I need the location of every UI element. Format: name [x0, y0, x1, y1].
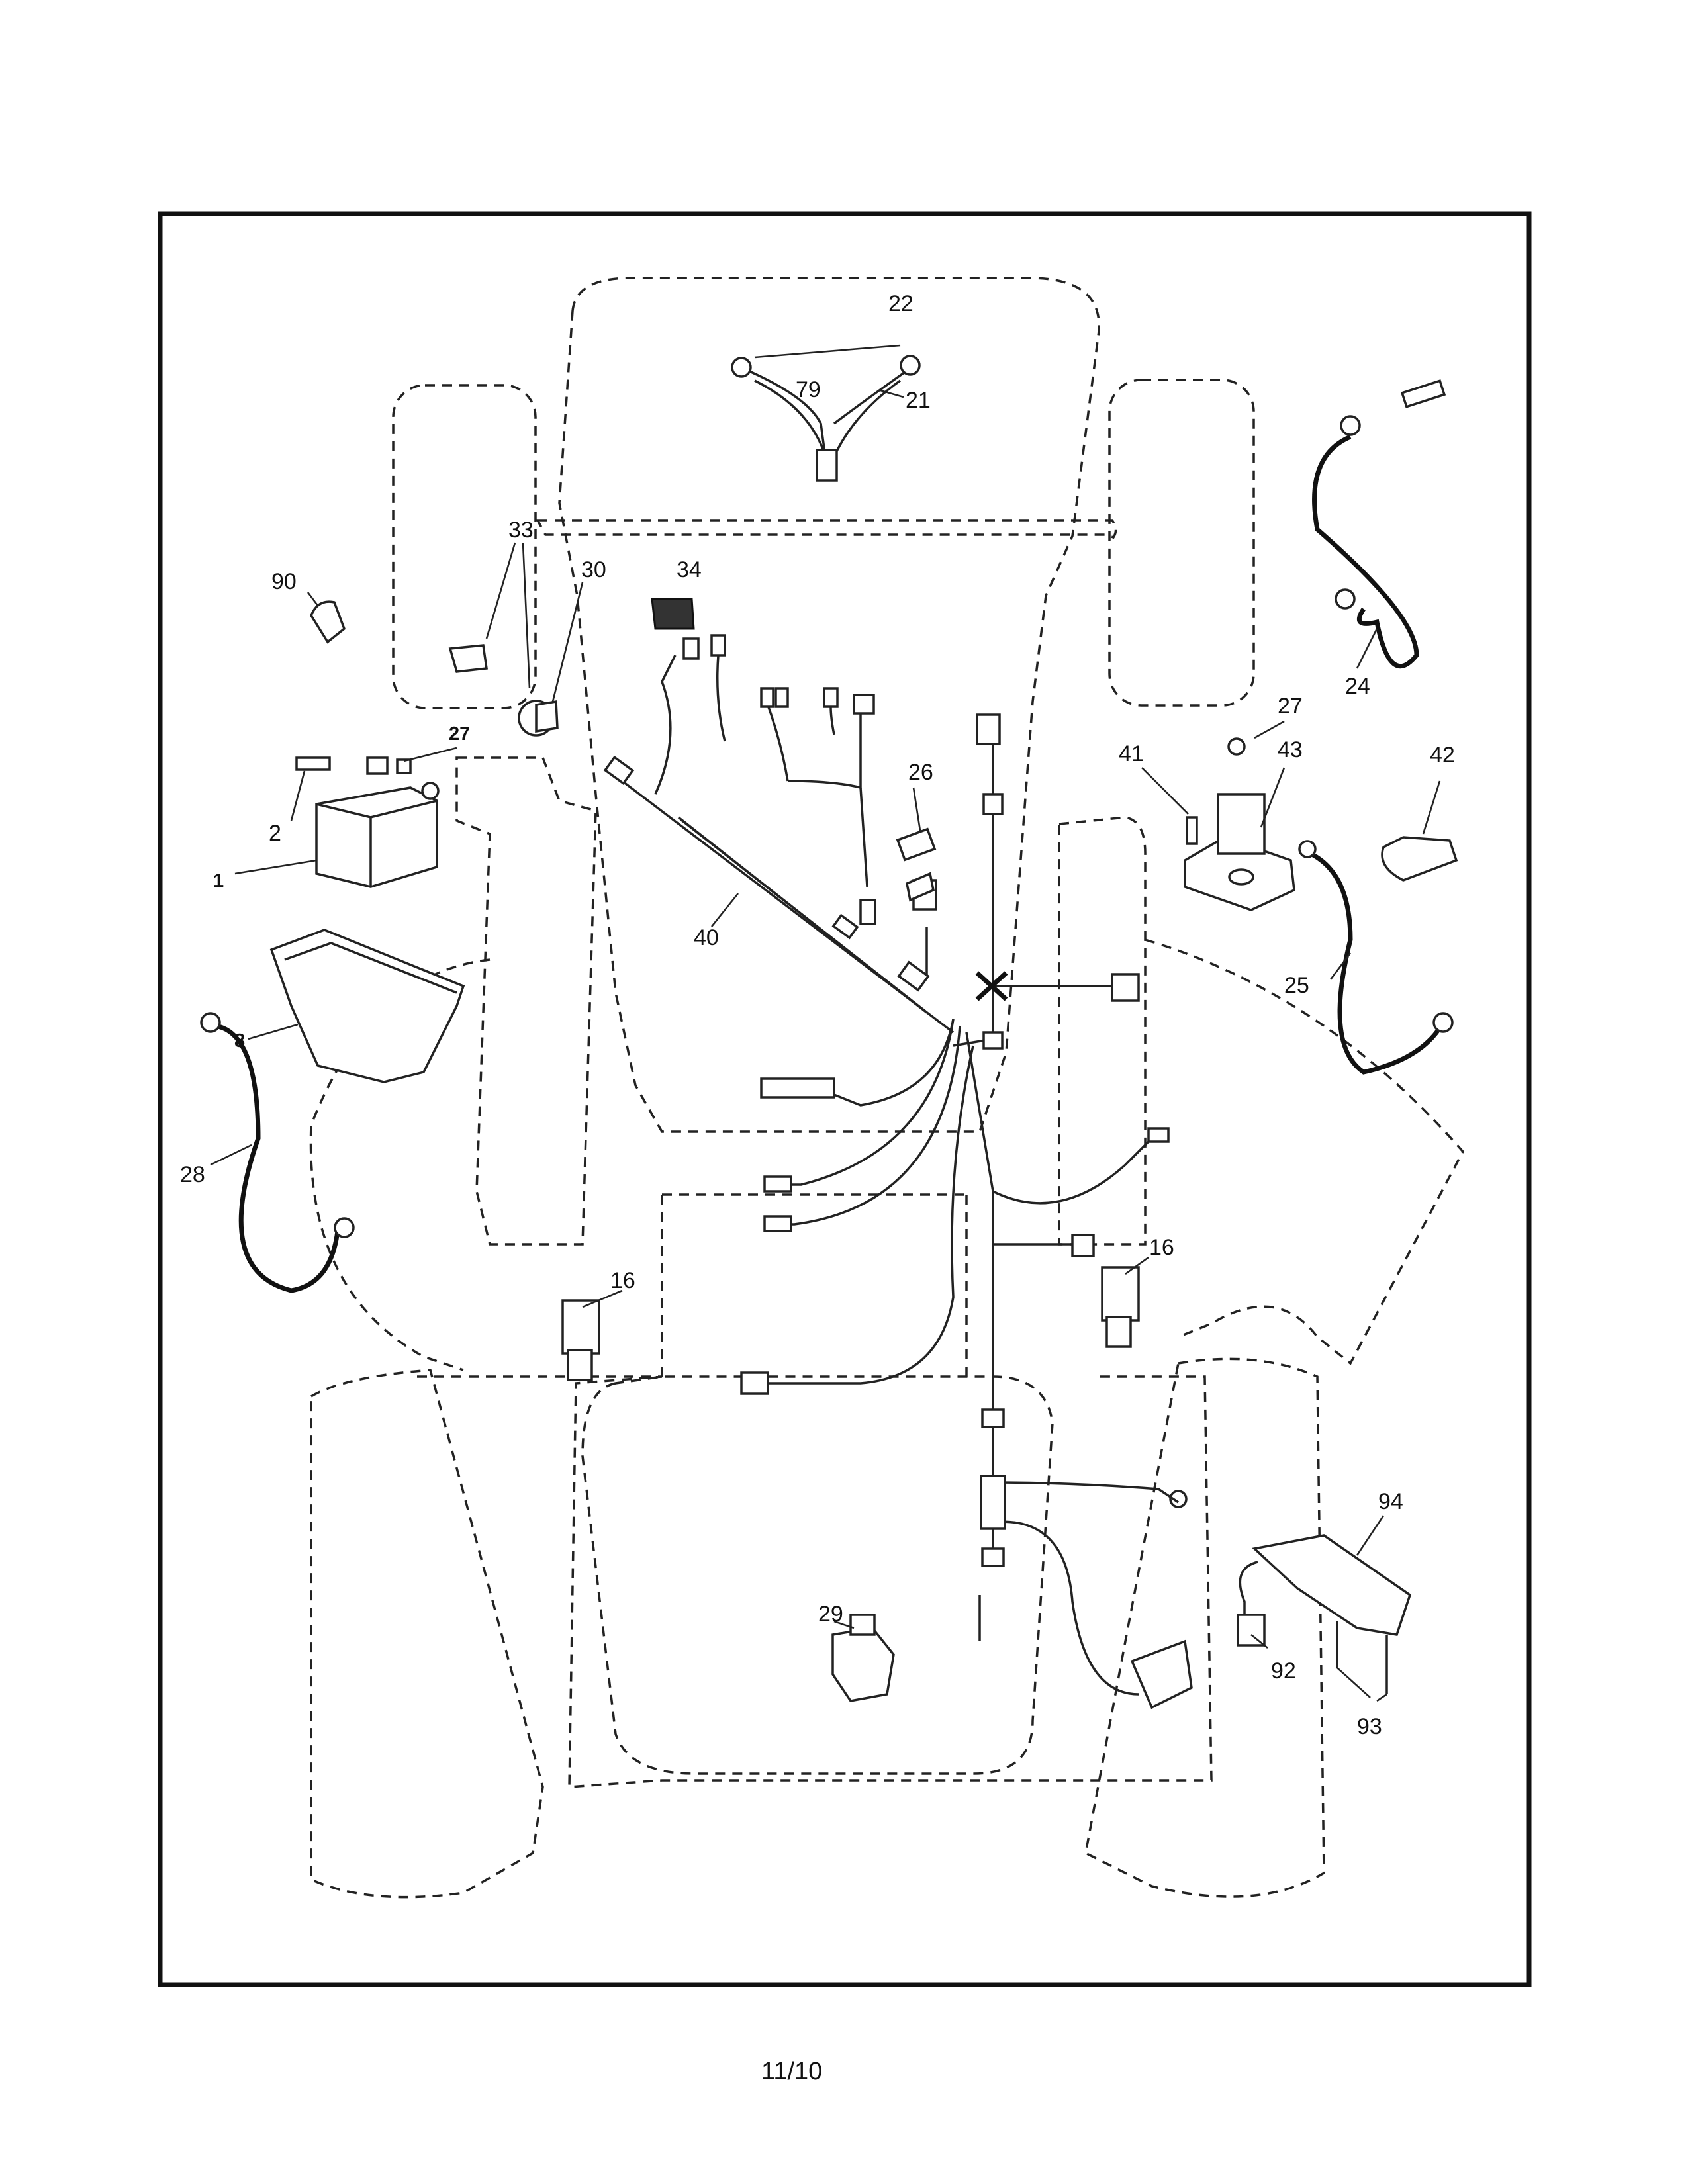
dash-panel-outline [536, 519, 1117, 539]
callout-43: 43 [1278, 737, 1303, 762]
callout-41: 41 [1119, 741, 1144, 766]
callout-33: 33 [508, 518, 534, 543]
callout-27-battery: 27 [449, 723, 470, 745]
callout-90: 90 [271, 569, 297, 594]
callout-25: 25 [1284, 973, 1309, 998]
ground-ring-terminal-lower [334, 1217, 355, 1238]
fuse [896, 827, 937, 862]
callout-8: 8 [234, 1030, 245, 1052]
relay-switch-right [1101, 1266, 1140, 1348]
solenoid [1184, 737, 1295, 911]
callout-28: 28 [180, 1162, 205, 1187]
callout-16-right: 16 [1149, 1235, 1174, 1260]
callout-26: 26 [908, 760, 933, 785]
switch-parts [310, 598, 937, 911]
callout-leaders [210, 389, 1441, 1702]
rear-connector [1130, 1639, 1193, 1709]
callout-22: 22 [888, 291, 914, 316]
battery-positive-cable [1312, 434, 1419, 669]
front-right-wheel-outline [1108, 379, 1255, 707]
callout-21: 21 [906, 388, 931, 413]
callout-92: 92 [1271, 1659, 1296, 1684]
fender-right-outline [1058, 816, 1147, 1246]
callout-79: 79 [796, 377, 821, 402]
callout-29: 29 [818, 1602, 843, 1627]
starter-cable [1309, 851, 1446, 1075]
rear-body-outline [417, 1375, 1213, 1788]
callout-24: 24 [1345, 674, 1370, 699]
relay-switch-left [561, 1299, 600, 1381]
callout-2: 2 [269, 821, 281, 846]
rear-right-wheel-outline [1084, 1357, 1325, 1898]
callout-1: 1 [213, 870, 224, 891]
callout-93: 93 [1357, 1714, 1382, 1739]
front-left-wheel-outline [392, 384, 537, 709]
battery-ground-cable [214, 1023, 340, 1293]
cable-ring-terminal [1340, 415, 1361, 436]
callout-94: 94 [1378, 1489, 1403, 1514]
interlock-module [1237, 1534, 1412, 1694]
callout-27-solenoid: 27 [1278, 694, 1303, 719]
callout-34: 34 [677, 557, 702, 582]
battery [295, 756, 440, 888]
hood-outline [558, 277, 1100, 1133]
callout-40: 40 [694, 925, 719, 950]
wiring-harness [603, 634, 1188, 1696]
callout-30: 30 [581, 557, 606, 582]
deck-right-outline [1145, 938, 1465, 1365]
body-left-outline [455, 756, 597, 1246]
callout-42: 42 [1430, 743, 1455, 768]
terminal-boot [1381, 836, 1458, 882]
seat-outline [581, 1375, 1054, 1775]
callout-16-left: 16 [610, 1268, 635, 1293]
frame-rail-outline [661, 1193, 968, 1383]
headlight-assembly [731, 344, 921, 482]
callout-labels: 22 79 21 33 30 34 90 27 2 1 26 40 8 28 2… [180, 291, 1455, 1739]
page-number: 11/10 [761, 2058, 822, 2085]
diagram-frame [158, 211, 1532, 1987]
seat-switch [831, 1614, 895, 1702]
ground-ring-terminal-upper [200, 1012, 221, 1033]
rear-left-wheel-outline [310, 1369, 544, 1899]
battery-tray [269, 929, 465, 1083]
